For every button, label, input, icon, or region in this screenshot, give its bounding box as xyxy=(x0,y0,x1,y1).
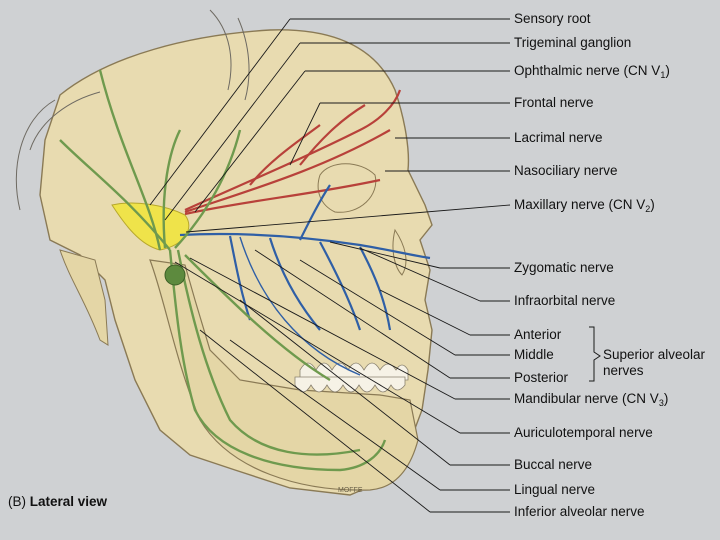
cranium-sketch xyxy=(15,9,250,211)
label-zygomatic-nerve: Zygomatic nerve xyxy=(514,260,614,275)
label-infraorbital-nerve: Infraorbital nerve xyxy=(514,293,616,308)
label-auriculotemporal-nerve: Auriculotemporal nerve xyxy=(514,425,653,440)
label-sensory-root: Sensory root xyxy=(514,11,591,26)
orbit xyxy=(317,163,377,213)
label-nasociliary-nerve: Nasociliary nerve xyxy=(514,163,618,178)
otic-ganglion xyxy=(164,264,186,286)
label-alveolar-posterior: Posterior xyxy=(514,370,569,385)
ophthalmic-branches xyxy=(184,89,402,216)
label-alveolar-anterior: Anterior xyxy=(514,327,562,342)
mastoid-process xyxy=(59,249,109,346)
label-buccal-nerve: Buccal nerve xyxy=(514,457,593,472)
alveolar-bracket xyxy=(589,326,601,382)
label-trigeminal-ganglion: Trigeminal ganglion xyxy=(514,35,632,50)
illustrator-signature: MOFFE xyxy=(338,487,363,494)
label-mandibular-nerve: Mandibular nerve (CN V3) xyxy=(514,391,669,408)
mandibular-branches xyxy=(59,69,387,472)
label-frontal-nerve: Frontal nerve xyxy=(514,95,594,110)
label-inferior-alveolar-nerve: Inferior alveolar nerve xyxy=(514,504,645,519)
nasal-aperture xyxy=(392,228,407,276)
figure-caption: (B) Lateral view xyxy=(8,494,108,509)
label-superior-alveolar-nerves: Superior alveolar nerves xyxy=(603,347,706,378)
maxillary-branches xyxy=(179,184,431,376)
label-lacrimal-nerve: Lacrimal nerve xyxy=(514,130,603,145)
label-maxillary-nerve: Maxillary nerve (CN V2) xyxy=(514,197,655,214)
leader-lines xyxy=(149,18,511,513)
label-ophthalmic-nerve: Ophthalmic nerve (CN V1) xyxy=(514,63,670,80)
teeth xyxy=(294,362,409,393)
label-alveolar-middle: Middle xyxy=(514,347,554,362)
label-lingual-nerve: Lingual nerve xyxy=(514,482,596,497)
